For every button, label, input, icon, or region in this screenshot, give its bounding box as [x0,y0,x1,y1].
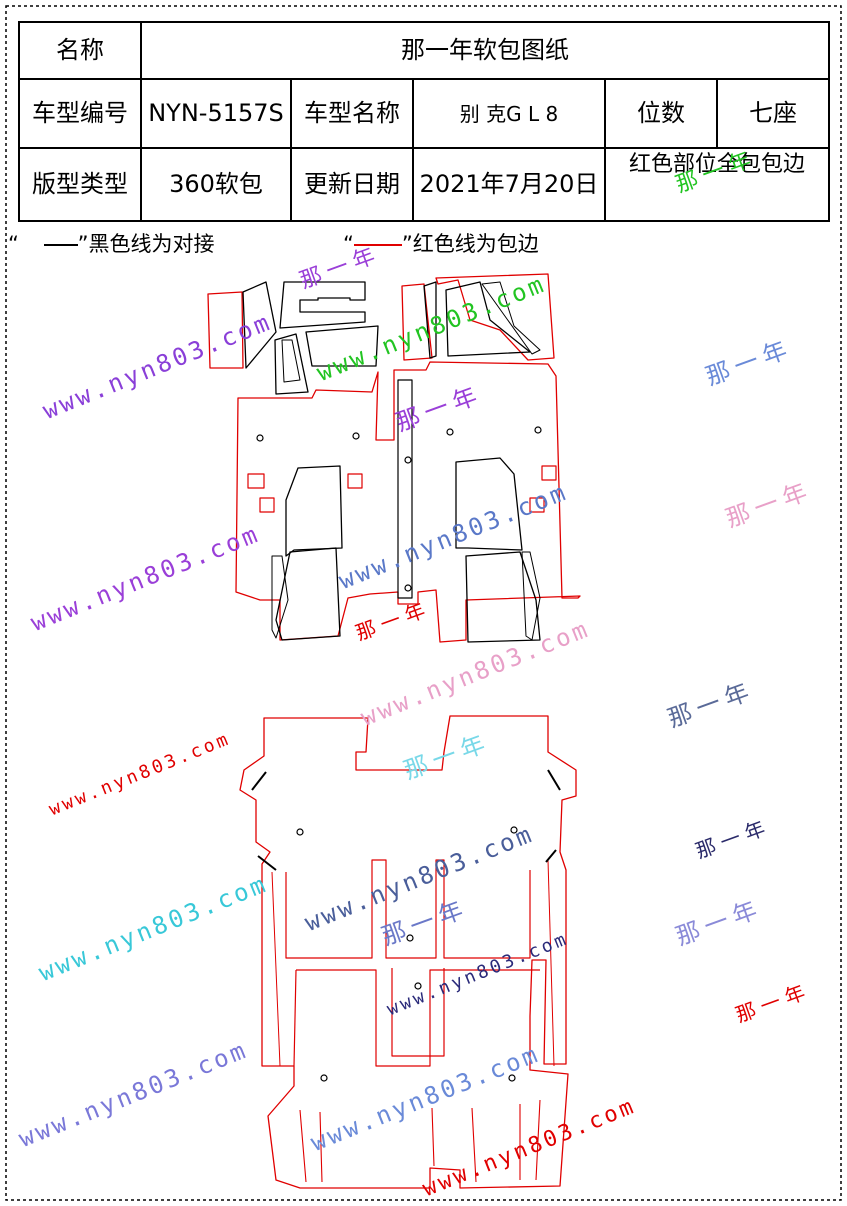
model-code-label: 车型编号 [18,78,142,149]
legend-black-text: ”黑色线为对接 [77,232,215,256]
upper-pattern-set [207,273,581,643]
pattern-hole [347,473,363,489]
legend-red: “ ”红色线为包边 [343,228,539,258]
model-code-value: NYN-5157S [140,78,292,149]
pattern-piece [481,281,541,355]
pattern-seam [271,871,281,1067]
pattern-piece [279,281,366,329]
spec-table: 名称 那一年软包图纸 车型编号 NYN-5157S 车型名称 别 克G L 8 … [18,21,830,222]
pattern-seam [293,969,297,1067]
pattern-hole [446,428,454,436]
name-label: 名称 [18,21,142,80]
red-line-sample [353,244,402,246]
pattern-piece [305,325,379,367]
lower-pattern-set [239,715,577,1189]
pattern-piece [465,551,541,643]
pattern-piece [423,281,437,359]
pattern-hole [404,456,412,464]
pattern-hole [510,826,518,834]
pattern-seam [296,969,540,1067]
black-line-sample [43,244,78,246]
pattern-piece [435,273,555,361]
pattern-hole [320,1074,328,1082]
pattern-piece [207,291,244,369]
legend-black-quote: “ [8,232,19,256]
pattern-seam [251,769,561,871]
pattern-piece [285,465,343,557]
pattern-seam [299,1099,541,1183]
pattern-hole [534,426,542,434]
pattern-hole [247,473,265,489]
pattern-hole [259,497,275,513]
model-name-label: 车型名称 [290,78,414,149]
pattern-hole [529,497,545,513]
pattern-hole [256,434,264,442]
seats-value: 七座 [716,78,830,149]
pattern-type-value: 360软包 [140,147,292,222]
pattern-seam [285,859,531,959]
pattern-piece [281,339,301,383]
legend-black: “ ”黑色线为对接 [8,228,214,258]
pattern-type-label: 版型类型 [18,147,142,222]
pattern-piece [397,379,413,599]
pattern-hole [296,828,304,836]
legend-red-text: ”红色线为包边 [401,232,539,256]
seats-label: 位数 [604,78,718,149]
pattern-hole [508,1074,516,1082]
update-date-value: 2021年7月20日 [412,147,606,222]
pattern-piece [275,547,341,641]
pattern-seam [391,968,445,1057]
model-name-value: 别 克G L 8 [412,78,606,149]
pattern-seam [547,859,555,1067]
pattern-piece [271,555,289,639]
pattern-piece [242,281,277,369]
pattern-piece [455,457,523,551]
red-area-note: 红色部位全包包边 [604,147,830,222]
pattern-hole [406,934,414,942]
pattern-hole [414,982,422,990]
pattern-hole [404,584,412,592]
pattern-piece [521,551,541,641]
pattern-piece [274,333,309,395]
pattern-hole [541,465,557,481]
pattern-piece [445,281,531,357]
legend-red-quote: “ [343,232,354,256]
pattern-hole [352,432,360,440]
update-date-label: 更新日期 [290,147,414,222]
name-value: 那一年软包图纸 [140,21,830,80]
